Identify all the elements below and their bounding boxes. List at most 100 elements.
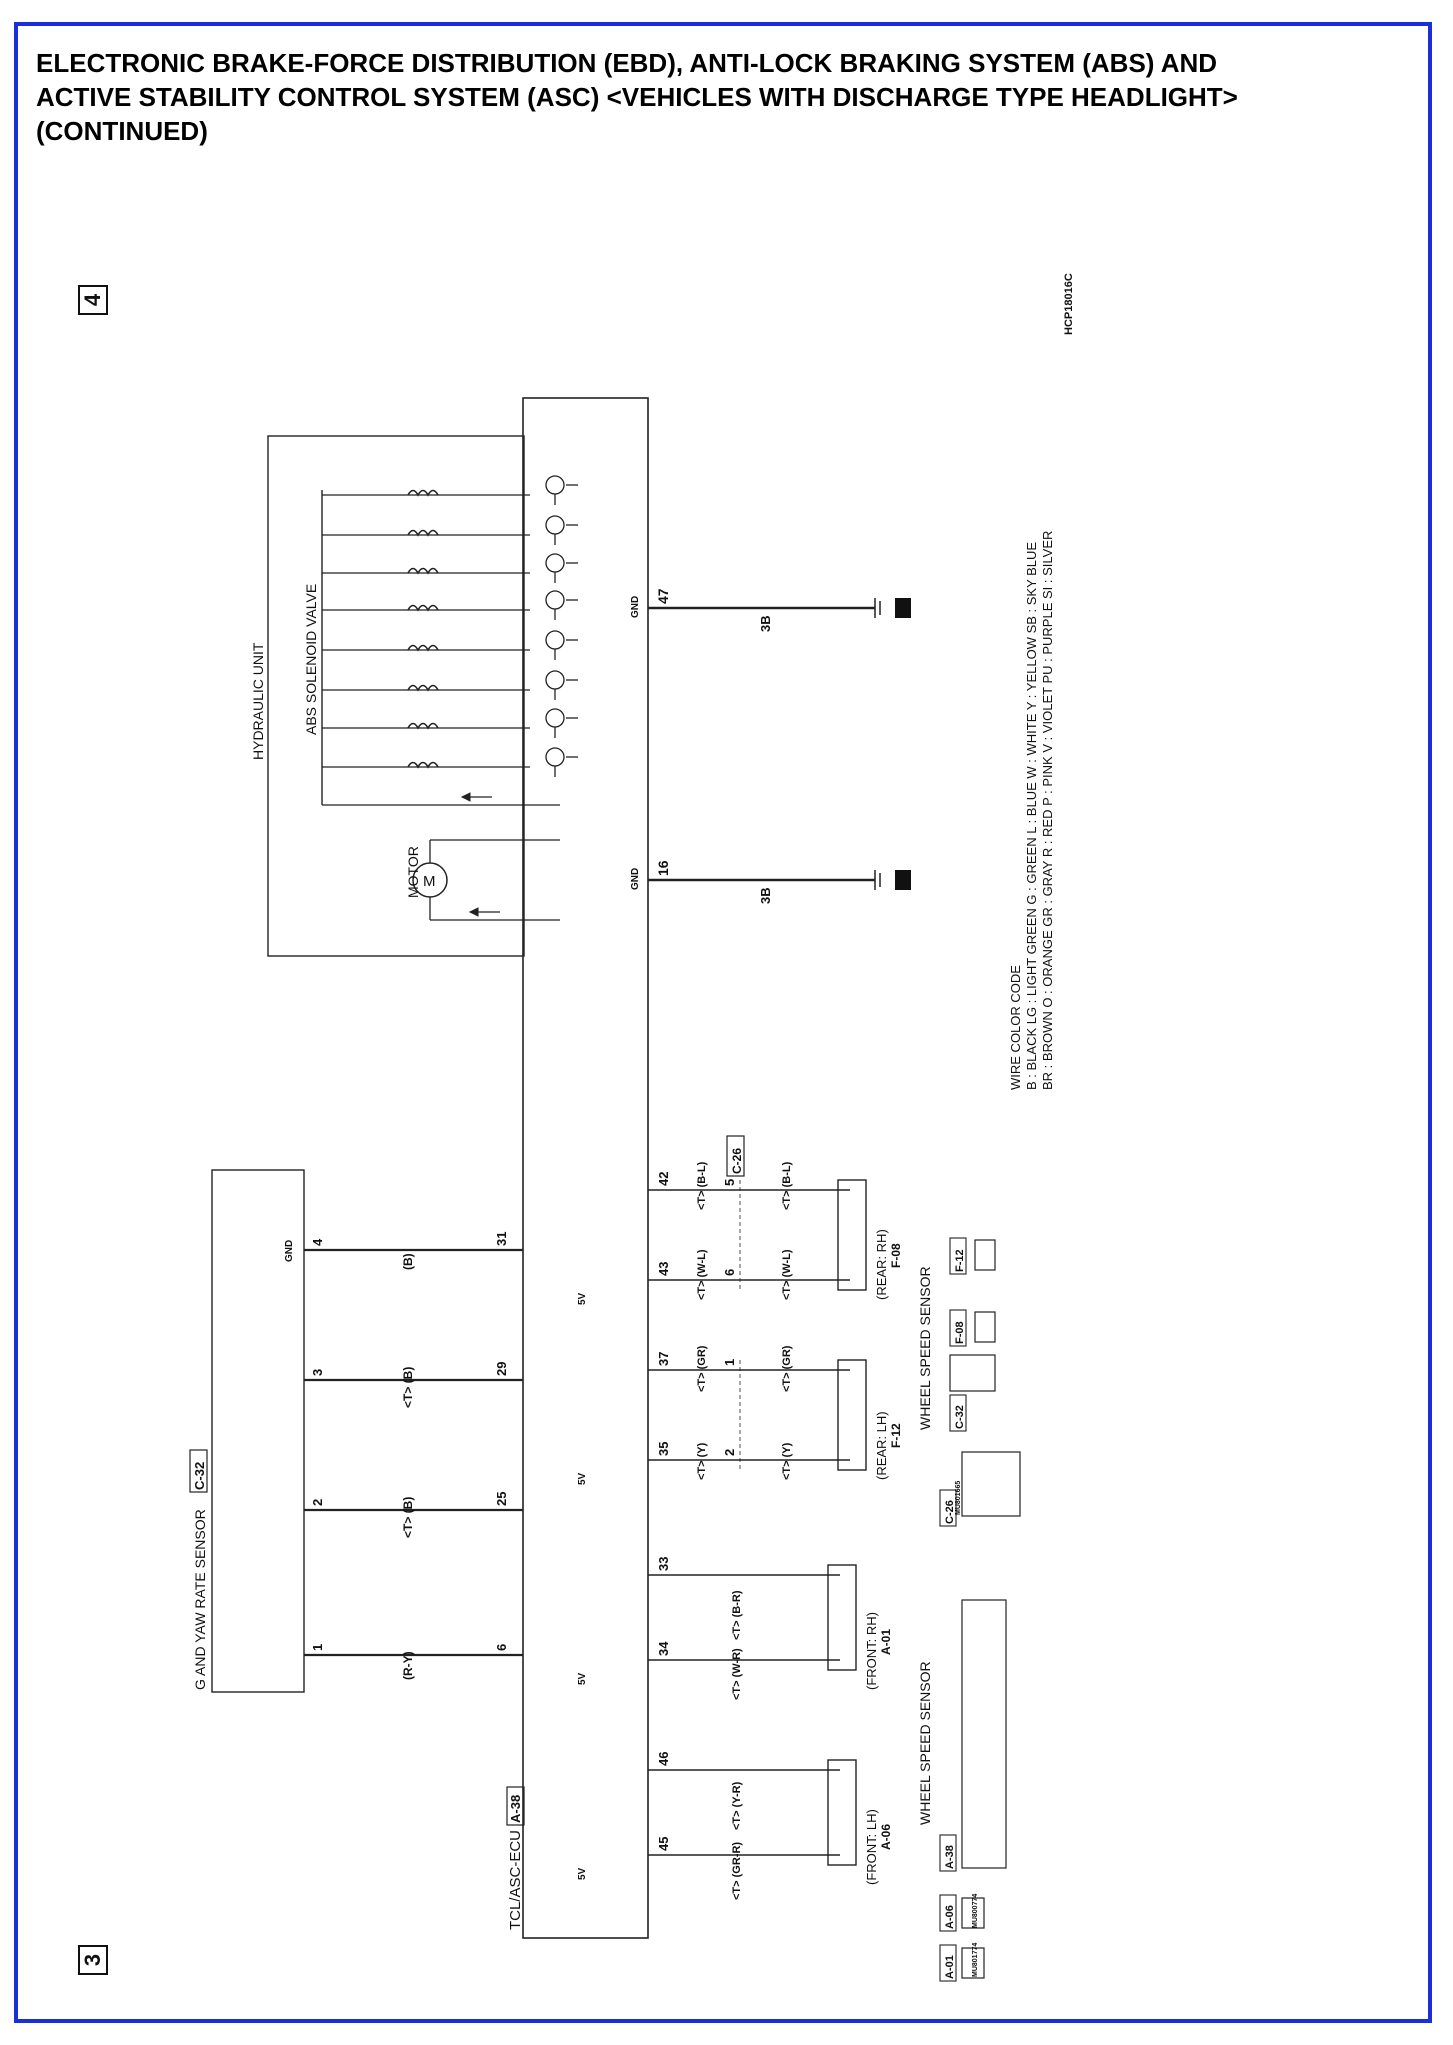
connector-f08-view bbox=[974, 1311, 996, 1343]
ecu-label: TCL/ASC-ECU bbox=[507, 1830, 524, 1930]
page-frame bbox=[14, 22, 1432, 2023]
svg-text:A-06: A-06 bbox=[879, 1824, 893, 1850]
solenoid-valves bbox=[322, 475, 578, 806]
svg-text:4: 4 bbox=[310, 1238, 325, 1246]
ground-16-pin: 16 bbox=[655, 860, 671, 876]
front-rh-sensor-circuit: 33 34 <T> (B-R) <T> (W-R) (FRONT: RH) A-… bbox=[648, 1557, 893, 1700]
connector-views: C-26 C-32 F-08 F-12 A-01 A-06 A-38 MU801… bbox=[939, 1237, 1021, 1982]
rear-junction-connector: C-26 bbox=[730, 1148, 744, 1174]
g-yaw-wire-2: 2 25 <T> (B) bbox=[304, 1492, 523, 1538]
g-yaw-sensor-label: G AND YAW RATE SENSOR bbox=[192, 1509, 208, 1690]
ecu-block bbox=[522, 397, 649, 1939]
ground-terminal bbox=[895, 870, 911, 890]
front-lh-sensor-box bbox=[827, 1759, 857, 1866]
svg-text:33: 33 bbox=[656, 1557, 671, 1571]
svg-text:5V: 5V bbox=[577, 1472, 588, 1485]
svg-text:5V: 5V bbox=[577, 1672, 588, 1685]
title-line-2: ACTIVE STABILITY CONTROL SYSTEM (ASC) <V… bbox=[36, 82, 1238, 112]
title-line-1: ELECTRONIC BRAKE-FORCE DISTRIBUTION (EBD… bbox=[36, 48, 1218, 78]
svg-text:5V: 5V bbox=[577, 1867, 588, 1880]
diagram-title: ELECTRONIC BRAKE-FORCE DISTRIBUTION (EBD… bbox=[36, 46, 1416, 148]
svg-text:3: 3 bbox=[310, 1369, 325, 1376]
hydraulic-unit-label: HYDRAULIC UNIT bbox=[250, 642, 266, 760]
svg-text:C-32: C-32 bbox=[954, 1405, 966, 1429]
svg-text:<T> (W-L): <T> (W-L) bbox=[696, 1249, 708, 1300]
svg-text:5: 5 bbox=[722, 1179, 737, 1186]
svg-text:1: 1 bbox=[310, 1644, 325, 1651]
svg-text:31: 31 bbox=[494, 1232, 509, 1246]
svg-text:6: 6 bbox=[494, 1644, 509, 1651]
svg-text:42: 42 bbox=[656, 1172, 671, 1186]
rear-lh-sensor-box bbox=[837, 1359, 867, 1471]
ground-47-pin: 47 bbox=[655, 588, 671, 604]
g-yaw-wire-1: 1 6 (R-Y) bbox=[304, 1644, 523, 1680]
svg-text:B : BLACK LG : LIGHT GREEN: B : BLACK LG : LIGHT GREEN G : GREEN L :… bbox=[1024, 542, 1039, 1090]
g-yaw-wire-gnd: 4 31 (B) GND bbox=[284, 1232, 523, 1270]
svg-text:<T> (GR): <T> (GR) bbox=[696, 1345, 708, 1392]
drawing-code: HCP18016C bbox=[1063, 273, 1075, 335]
arrow-head bbox=[460, 792, 471, 802]
page-marker-top: 4 bbox=[78, 285, 108, 315]
svg-text:46: 46 bbox=[656, 1752, 671, 1766]
svg-text:(R-Y): (R-Y) bbox=[401, 1651, 415, 1680]
g-yaw-wires: 4 31 (B) GND 3 29 <T> (B) 2 25 <T> (B) 1… bbox=[284, 1232, 523, 1680]
svg-text:GND: GND bbox=[284, 1240, 295, 1262]
front-rh-sensor-box bbox=[827, 1564, 857, 1671]
svg-text:<T> (Y): <T> (Y) bbox=[696, 1442, 708, 1480]
connector-c26-view bbox=[961, 1451, 1021, 1517]
svg-text:BR : BROWN O : ORANGE GR :: BR : BROWN O : ORANGE GR : GRAY R : RED … bbox=[1040, 531, 1055, 1090]
ground-16: 16 GND 3B bbox=[630, 860, 911, 904]
g-yaw-sensor-block bbox=[211, 1169, 305, 1693]
svg-text:35: 35 bbox=[656, 1442, 671, 1456]
svg-text:(FRONT: RH): (FRONT: RH) bbox=[864, 1612, 879, 1690]
svg-text:F-12: F-12 bbox=[889, 1423, 903, 1448]
front-wheel-speed-group-label: WHEEL SPEED SENSOR bbox=[917, 1661, 933, 1825]
front-lh-sensor-circuit: 46 45 <T> (Y-R) <T> (GR-R) (FRONT: LH) A… bbox=[648, 1752, 893, 1900]
solenoid-3 bbox=[322, 553, 578, 583]
ecu-connector: A-38 bbox=[508, 1795, 523, 1823]
svg-text:WIRE COLOR CODE: WIRE COLOR CODE bbox=[1008, 965, 1023, 1090]
svg-text:43: 43 bbox=[656, 1262, 671, 1276]
connector-a06-view bbox=[961, 1897, 985, 1929]
svg-text:F-08: F-08 bbox=[889, 1243, 903, 1268]
svg-text:A-01: A-01 bbox=[944, 1955, 956, 1979]
ecu-connector-box bbox=[506, 1786, 525, 1826]
ground-16-label: GND bbox=[630, 868, 641, 890]
connector-c32-view bbox=[949, 1354, 996, 1392]
svg-text:<T> (GR): <T> (GR) bbox=[781, 1345, 793, 1392]
svg-text:C-26: C-26 bbox=[944, 1500, 956, 1524]
hydraulic-unit-block bbox=[267, 435, 525, 957]
abs-solenoid-label: ABS SOLENOID VALVE bbox=[303, 584, 319, 735]
ground-16-wire: 3B bbox=[758, 887, 773, 904]
solenoid-2 bbox=[322, 515, 578, 545]
svg-text:1: 1 bbox=[722, 1359, 737, 1366]
svg-text:(REAR: RH): (REAR: RH) bbox=[874, 1229, 889, 1300]
svg-text:5V: 5V bbox=[577, 1292, 588, 1305]
svg-text:(B): (B) bbox=[401, 1253, 415, 1270]
svg-text:F-12: F-12 bbox=[954, 1249, 966, 1272]
solenoid-7 bbox=[322, 708, 578, 738]
svg-text:6: 6 bbox=[722, 1269, 737, 1276]
g-yaw-connector: C-32 bbox=[192, 1462, 207, 1490]
rear-rh-sensor-box bbox=[837, 1179, 867, 1291]
motor-label: MOTOR bbox=[405, 846, 421, 898]
svg-text:<T> (W-R): <T> (W-R) bbox=[731, 1648, 743, 1700]
svg-text:25: 25 bbox=[494, 1492, 509, 1506]
svg-text:MU801774: MU801774 bbox=[972, 1943, 979, 1977]
wire-color-code-legend: WIRE COLOR CODE B : BLACK LG : LIGHT GRE… bbox=[1008, 531, 1055, 1090]
svg-text:2: 2 bbox=[722, 1449, 737, 1456]
solenoid-5 bbox=[322, 630, 578, 660]
supply-5v-marks: 5V 5V 5V 5V bbox=[577, 1292, 588, 1880]
svg-text:<T> (Y-R): <T> (Y-R) bbox=[731, 1781, 743, 1830]
title-line-3: (CONTINUED) bbox=[36, 116, 208, 146]
ground-47: 47 GND 3B bbox=[630, 588, 911, 632]
svg-text:F-08: F-08 bbox=[954, 1321, 966, 1344]
svg-text:MU800774: MU800774 bbox=[972, 1894, 979, 1928]
svg-text:<T> (Y): <T> (Y) bbox=[781, 1442, 793, 1480]
solenoid-4 bbox=[322, 590, 578, 620]
svg-text:37: 37 bbox=[656, 1352, 671, 1366]
rear-rh-sensor-circuit: 42 43 5 6 <T> (B-L) <T> (W-L) <T> (B-L) … bbox=[648, 1161, 903, 1300]
svg-text:A-06: A-06 bbox=[944, 1905, 956, 1929]
svg-text:<T> (B): <T> (B) bbox=[401, 1367, 415, 1408]
